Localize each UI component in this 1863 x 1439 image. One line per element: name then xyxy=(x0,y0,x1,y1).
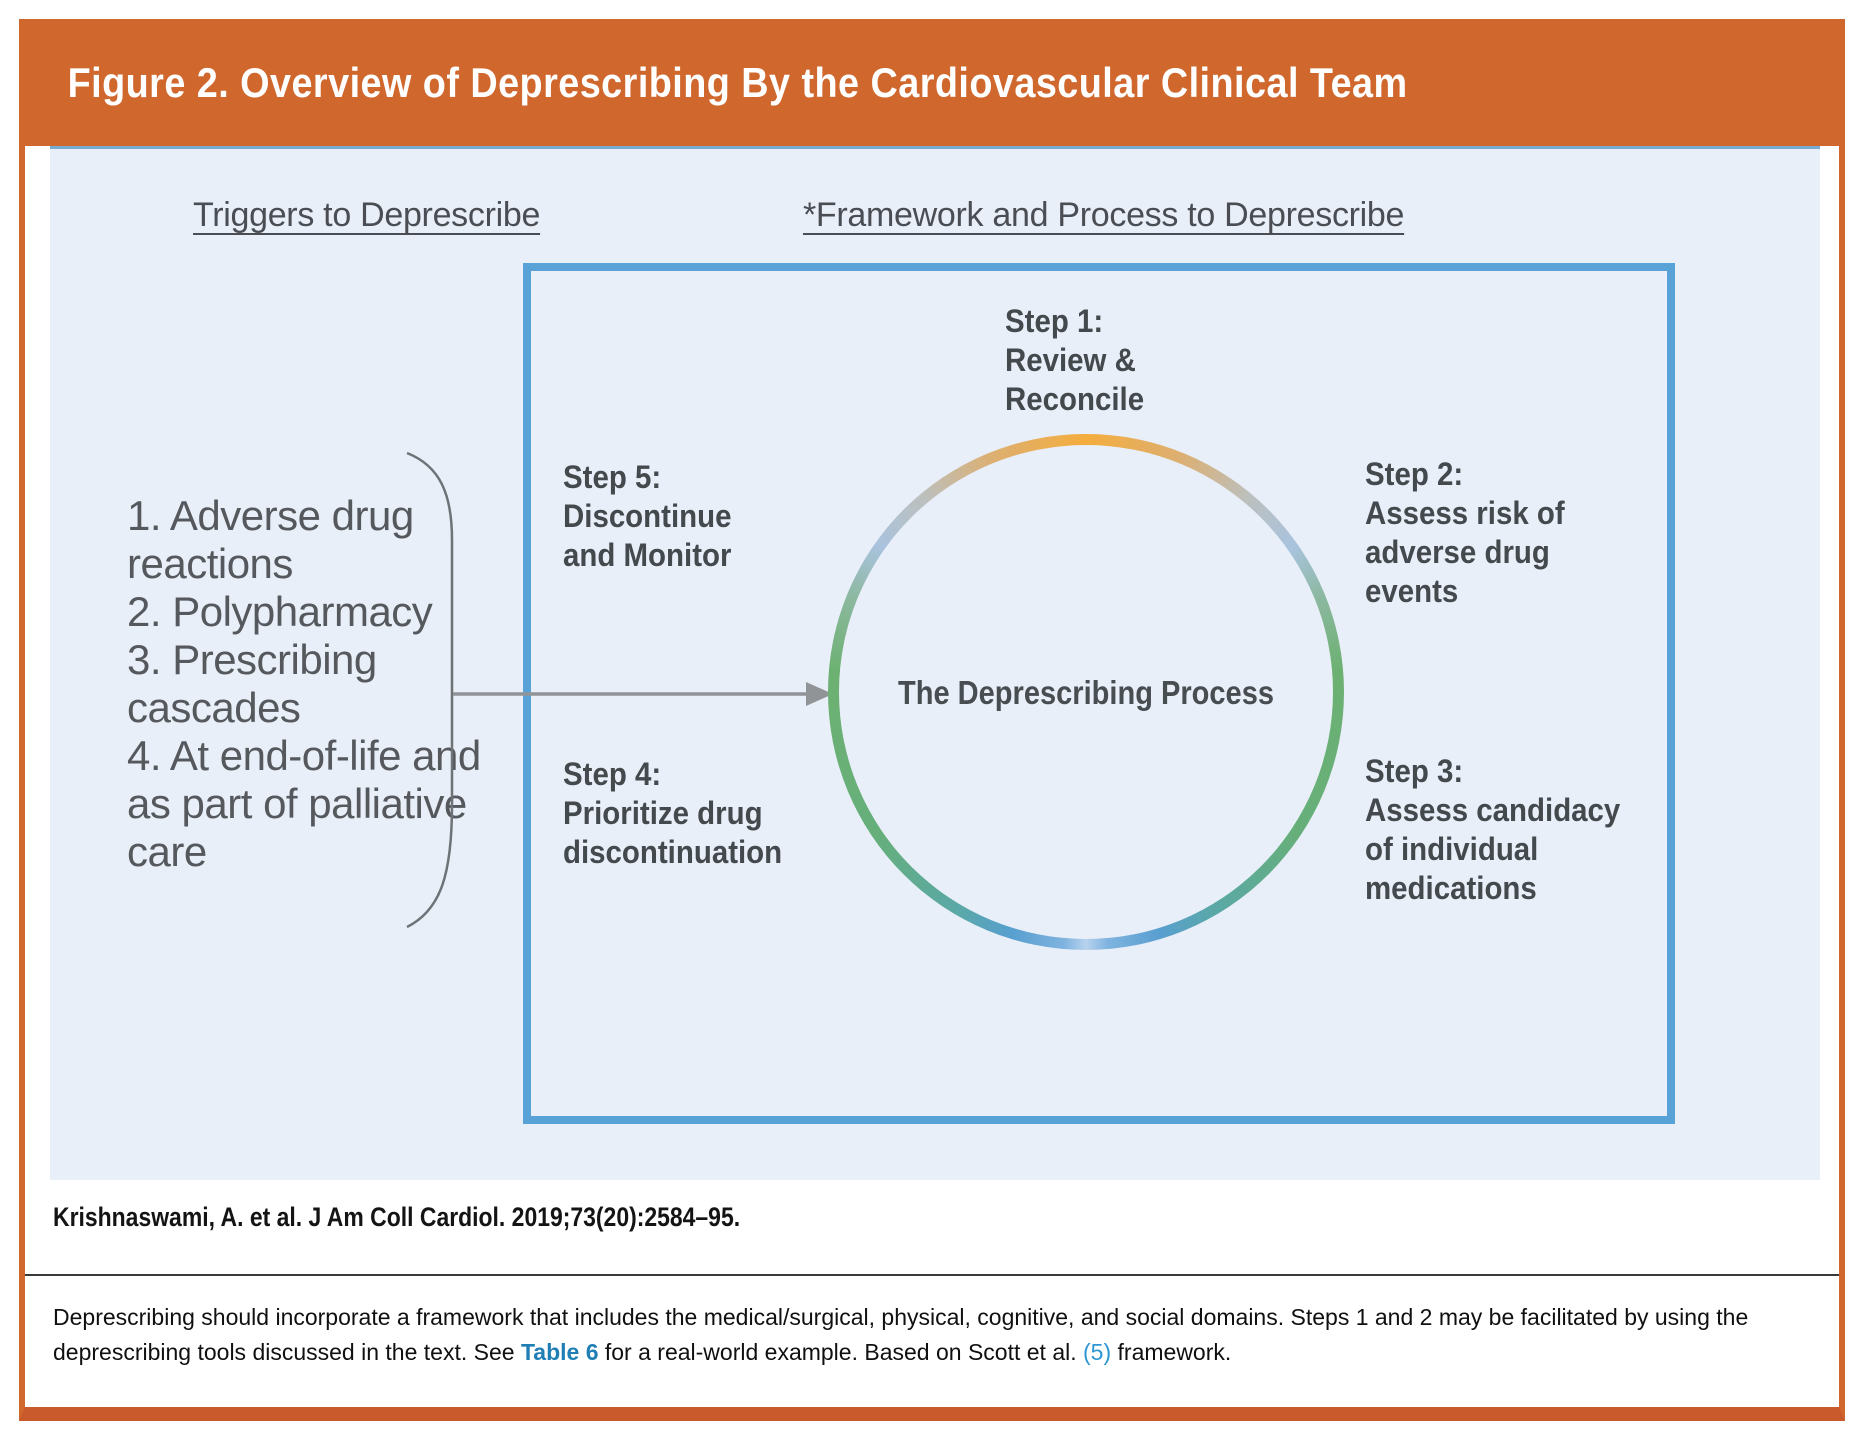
framework-heading: *Framework and Process to Deprescribe xyxy=(803,196,1405,234)
figure-caption: Deprescribing should incorporate a frame… xyxy=(53,1300,1821,1370)
step-line: Step 1: xyxy=(1005,303,1104,339)
trigger-item: 3. Prescribing cascades xyxy=(127,636,377,731)
trigger-item: 1. Adverse drug reactions xyxy=(127,492,414,587)
divider-line xyxy=(25,1274,1839,1276)
step-4-label: Step 4: Prioritize drug discontinuation xyxy=(563,755,782,872)
step-3-label: Step 3: Assess candidacy of individual m… xyxy=(1365,752,1620,908)
step-line: Step 5: xyxy=(563,459,662,495)
step-line: Step 4: xyxy=(563,756,662,792)
step-line: Prioritize drug xyxy=(563,795,763,831)
step-line: adverse drug xyxy=(1365,534,1550,570)
caption-text: for a real-world example. Based on Scott… xyxy=(598,1339,1084,1365)
step-line: medications xyxy=(1365,870,1537,906)
step-2-label: Step 2: Assess risk of adverse drug even… xyxy=(1365,455,1565,611)
step-5-label: Step 5: Discontinue and Monitor xyxy=(563,458,731,575)
step-line: Discontinue xyxy=(563,498,732,534)
step-line: Reconcile xyxy=(1005,381,1145,417)
step-line: Assess candidacy xyxy=(1365,792,1621,828)
step-line: Step 2: xyxy=(1365,456,1464,492)
process-ring xyxy=(828,434,1344,950)
step-line: discontinuation xyxy=(563,834,783,870)
process-ring-label: The Deprescribing Process xyxy=(897,674,1275,711)
step-line: and Monitor xyxy=(563,537,732,573)
step-line: of individual xyxy=(1365,831,1539,867)
trigger-item: 2. Polypharmacy xyxy=(127,588,433,635)
step-line: Step 3: xyxy=(1365,753,1464,789)
citation: Krishnaswami, A. et al. J Am Coll Cardio… xyxy=(53,1202,741,1232)
caption-text: framework. xyxy=(1111,1339,1232,1365)
figure-header-bar: Figure 2. Overview of Deprescribing By t… xyxy=(19,19,1845,146)
caption-text: Deprescribing should incorporate a frame… xyxy=(53,1304,1749,1365)
figure-frame xyxy=(19,19,1845,1421)
triggers-list: 1. Adverse drug reactions 2. Polypharmac… xyxy=(127,492,499,876)
reference-5-link[interactable]: (5) xyxy=(1083,1339,1112,1365)
step-1-label: Step 1: Review & Reconcile xyxy=(1005,302,1144,419)
triggers-heading: Triggers to Deprescribe xyxy=(193,196,541,234)
table-6-link[interactable]: Table 6 xyxy=(520,1339,599,1365)
step-line: Assess risk of xyxy=(1365,495,1565,531)
step-line: Review & xyxy=(1005,342,1136,378)
trigger-item: 4. At end-of-life and as part of palliat… xyxy=(127,732,481,875)
figure-title: Figure 2. Overview of Deprescribing By t… xyxy=(67,58,1408,106)
step-line: events xyxy=(1365,573,1459,609)
